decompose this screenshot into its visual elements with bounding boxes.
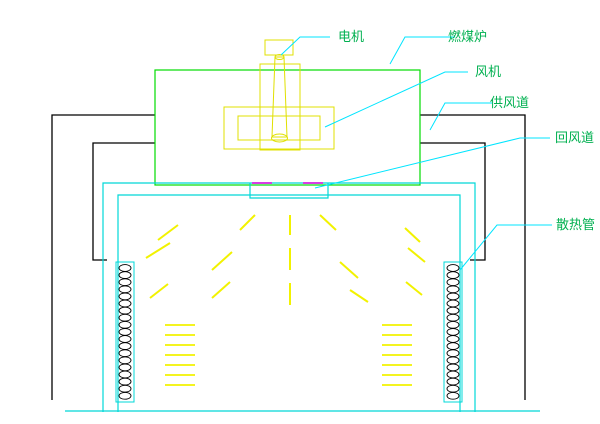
coil-frame [115,261,135,403]
chamber [65,182,540,412]
coil-loop [446,356,460,365]
coil-loop [446,328,460,336]
coil-loop [118,363,132,372]
coil-loop [446,306,460,315]
coal-stove [154,69,421,186]
radiator-coil-right [443,261,463,403]
coil-loop [446,299,460,308]
motor-fan [223,39,335,151]
coil-loop [446,363,460,372]
coil-loop [446,349,460,358]
coil-frame [443,261,463,403]
label-radiator-pipe: 散热管 [556,218,595,233]
coil-loop [446,342,460,350]
coil-loop [446,370,460,379]
coil-loop [446,285,460,294]
coil-loop [118,264,132,272]
coil-loop [118,370,132,379]
coil-loop [118,342,132,350]
coil-loop [118,292,132,301]
coil-loop [446,335,460,343]
label-fan: 风机 [475,65,501,80]
coil-loop [118,320,132,329]
coil-loop [446,313,460,322]
coil-loop [118,349,132,358]
coil-loop [118,391,132,400]
coil-loop [446,264,460,272]
coil-loop [118,313,132,322]
label-return-duct: 回风道 [555,131,594,146]
label-motor: 电机 [338,30,364,45]
coil-loop [118,377,132,386]
coil-loop [446,278,460,287]
coil-loop [118,299,132,308]
coil-loop [446,320,460,329]
label-coal-stove: 燃煤炉 [448,29,487,45]
coil-loop [446,391,460,400]
coil-loop [118,271,132,279]
coil-loop [446,384,460,393]
heat-stripes [165,324,412,386]
coil-loop [118,328,132,336]
leader-lines [280,36,552,271]
coil-loop [446,377,460,386]
airflow-dashes [145,214,426,305]
coil-loop [118,278,132,287]
coil-loop [446,271,460,279]
coil-loop [118,335,132,343]
coil-loop [118,285,132,294]
coil-loop [118,384,132,393]
outer-duct [51,114,526,400]
label-supply-duct: 供风道 [490,96,529,111]
coil-loop [118,356,132,365]
coil-loop [118,306,132,315]
coil-loop [446,292,460,301]
radiator-coil-left [115,261,135,403]
